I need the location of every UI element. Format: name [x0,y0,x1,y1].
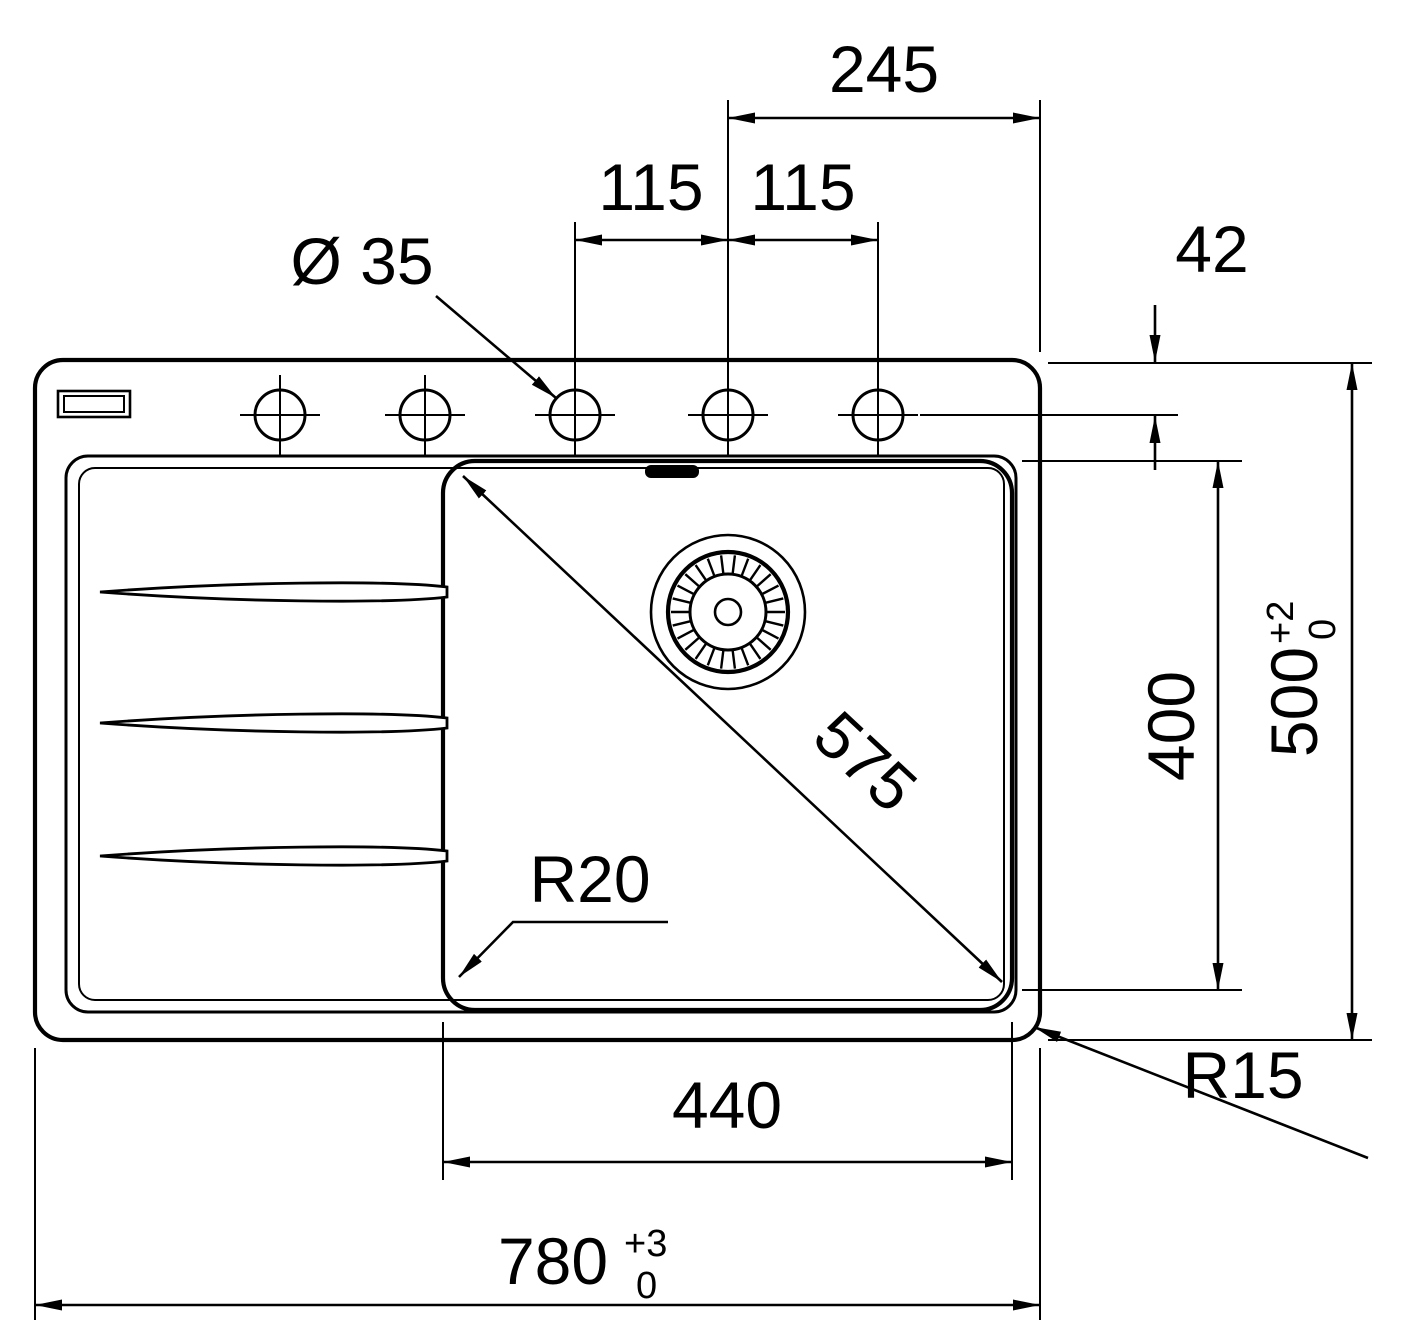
drain-strainer [649,533,807,691]
dim-label-400: 400 [1134,671,1208,781]
tap-hole-1 [238,373,322,457]
tap-hole-3 [533,373,617,457]
recess-outline-inner [78,467,1005,1001]
dim-label-245: 245 [829,32,939,106]
dim-label-780: 780 [498,1224,608,1298]
leader-r15 [1033,1025,1369,1160]
dim-label-500-tol-plus: +2 [1260,601,1302,644]
dim-label-400-group: 400 [1134,671,1208,781]
drain-strainer-teeth [671,555,785,669]
overflow-slot [645,465,699,478]
dim-label-780-tol-plus: +3 [624,1223,667,1265]
dim-label-440: 440 [672,1068,782,1142]
dim-label-780-group: 780 +3 0 [498,1223,667,1307]
drainboard-groove-2 [99,712,449,734]
dim-label-500-tol-minus: 0 [1302,619,1344,640]
dim-label-r20: R20 [529,842,650,916]
drainboard-groove-3 [99,845,449,867]
logo-plate [56,389,132,419]
sink-outer-outline [32,357,1043,1043]
dim-line-575-diagonal [462,475,1003,983]
bowl-outline [440,458,1015,1013]
dim-label-115-left: 115 [598,150,703,224]
drainboard-groove-1 [99,581,449,603]
dim-label-575-group: 575 [800,697,931,826]
tap-hole-2 [383,373,467,457]
dim-label-575: 575 [800,697,931,826]
dim-label-500-group: 500 +2 0 [1257,601,1344,757]
dim-label-780-tol-minus: 0 [636,1265,657,1307]
dim-label-42: 42 [1175,212,1248,286]
leader-r20 [458,920,668,978]
dim-label-115-right: 115 [750,150,855,224]
dim-label-500: 500 [1257,647,1331,757]
tap-hole-4 [686,373,770,457]
leader-hole-diameter [435,295,557,399]
tap-hole-5 [836,373,920,457]
dim-label-hole-diameter: Ø 35 [290,224,433,298]
dim-label-r15: R15 [1182,1038,1303,1112]
